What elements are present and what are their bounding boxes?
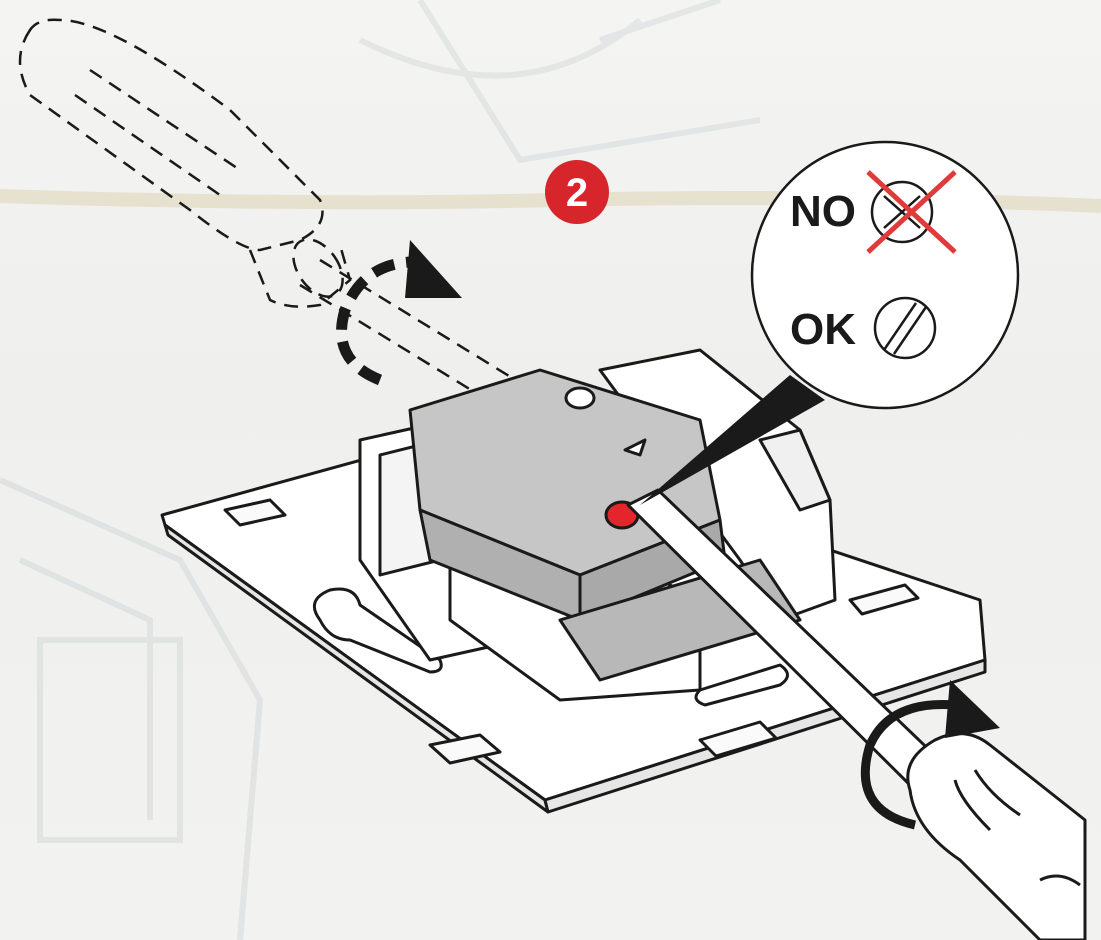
callout-bubble: NO OK — [750, 140, 1020, 410]
screw-head-slot-icon — [873, 296, 937, 360]
background-ghost-drawing — [0, 0, 761, 940]
step-badge: 2 — [545, 160, 609, 224]
ok-label: OK — [790, 305, 856, 354]
dashed-screwdriver-icon — [18, 18, 541, 422]
step-number: 2 — [566, 171, 588, 215]
screwdriver-icon — [626, 488, 1087, 940]
dashed-rotation-arrow-icon — [336, 240, 462, 386]
callout-pointer — [640, 375, 825, 505]
rotation-arrow-icon — [860, 680, 1000, 830]
screw-head-cross-icon — [866, 170, 957, 254]
no-label: NO — [790, 187, 856, 236]
